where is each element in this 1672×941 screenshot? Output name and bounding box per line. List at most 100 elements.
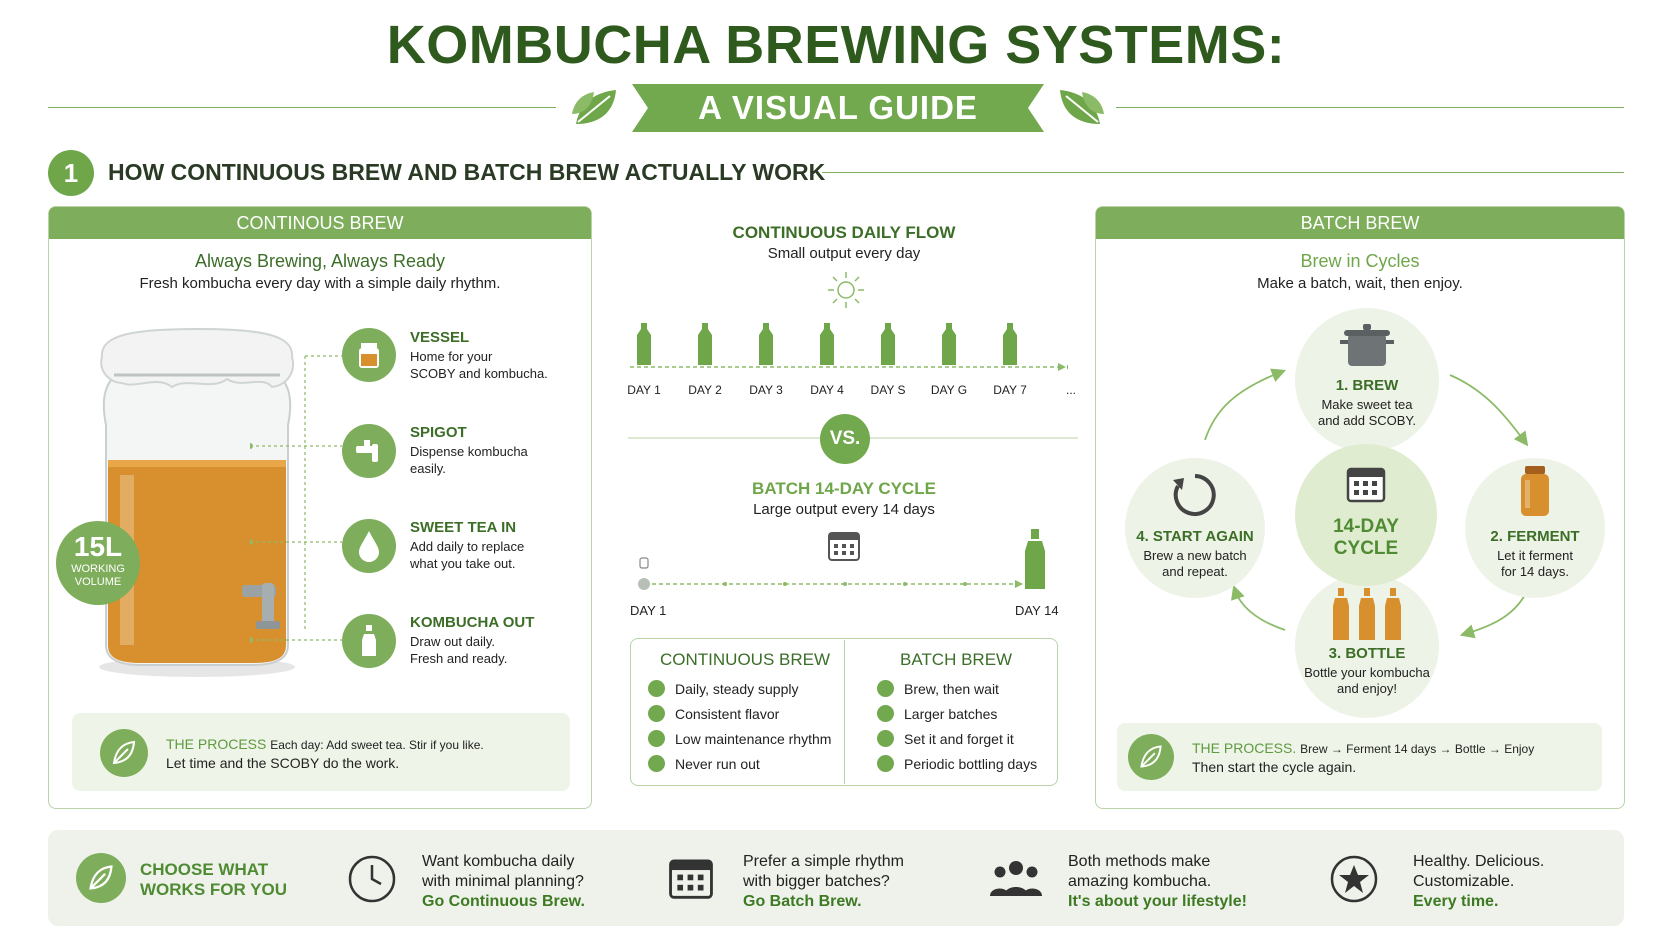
banner-ribbon	[632, 84, 1044, 132]
spigot-icon	[342, 424, 396, 478]
footer-item: Want kombucha daily with minimal plannin…	[422, 852, 585, 912]
step-title: 2. FERMENT	[1490, 528, 1580, 545]
cycle-arrows	[1204, 368, 1529, 639]
footer-choose: WORKS FOR YOU	[140, 880, 288, 899]
footer-line: amazing kombucha.	[1068, 873, 1212, 890]
daily-bottle	[820, 323, 834, 365]
volume-label: VOLUME	[74, 576, 122, 588]
panel-header: BATCH BREW	[1096, 207, 1624, 239]
jar-icon	[1521, 466, 1549, 516]
part-title: VESSEL	[410, 329, 470, 346]
step-title: 4. START AGAIN	[1136, 528, 1254, 545]
sun-icon	[828, 272, 864, 308]
jar-icon	[342, 328, 396, 382]
cycle-label: CYCLE	[1333, 538, 1399, 559]
compare-item-text: Consistent flavor	[675, 705, 780, 722]
check-icon	[648, 755, 665, 772]
section-number: 1	[48, 150, 94, 196]
part-desc: Dispense kombucha	[410, 444, 528, 459]
step-start-again	[1125, 458, 1265, 598]
footer-line: Want kombucha daily	[422, 853, 575, 870]
footer-choose: CHOOSE WHAT	[140, 860, 269, 879]
connector-lines	[250, 355, 342, 643]
footer-line: Healthy. Delicious.	[1413, 853, 1545, 870]
part-desc: what you take out.	[410, 556, 516, 571]
check-icon	[648, 680, 665, 697]
calendar-icon	[669, 859, 713, 899]
compare-item: Never run out	[648, 755, 760, 772]
drop-icon	[342, 519, 396, 573]
process-box	[1117, 723, 1602, 791]
footer-item: Both methods make amazing kombucha. It's…	[1068, 852, 1247, 912]
step-desc: and enjoy!	[1337, 681, 1397, 696]
part-desc: Home for your	[410, 349, 493, 364]
batch-timeline	[638, 529, 1045, 590]
flow-subtitle: Small output every day	[767, 245, 921, 262]
day-label: DAY 3	[749, 383, 783, 397]
cycle-center	[1295, 444, 1437, 586]
section-title: HOW CONTINUOUS BREW AND BATCH BREW ACTUA…	[108, 159, 826, 185]
leaf-icon	[1128, 734, 1174, 780]
day-label: DAY 2	[688, 383, 722, 397]
compare-item: Low maintenance rhythm	[648, 730, 831, 747]
step-title: 3. BOTTLE	[1328, 645, 1406, 662]
daily-bottle	[942, 323, 956, 365]
compare-right-title: BATCH BREW	[900, 650, 1013, 669]
day-label: DAY S	[870, 383, 906, 397]
process-label: THE PROCESS.	[1192, 740, 1297, 756]
footer-strong: Every time.	[1413, 893, 1499, 910]
compare-item-text: Brew, then wait	[904, 680, 999, 697]
process-line: Then start the cycle again.	[1192, 759, 1357, 775]
footer-strong: Go Continuous Brew.	[422, 893, 585, 910]
part-desc: easily.	[410, 461, 446, 476]
cycle-label: 14-DAY	[1333, 516, 1399, 537]
divider	[1116, 107, 1624, 108]
divider	[844, 640, 845, 784]
leaf-icon	[572, 90, 616, 124]
part-desc: Draw out daily.	[410, 634, 496, 649]
clock-icon	[348, 855, 396, 903]
bottles-icon	[1333, 588, 1401, 640]
process-text: THE PROCESS. Brew → Ferment 14 days → Bo…	[1192, 740, 1534, 756]
part-title: KOMBUCHA OUT	[410, 614, 535, 631]
footer-line: Customizable.	[1413, 873, 1515, 890]
leaf-icon	[1060, 90, 1104, 124]
process-label: THE PROCESS	[166, 736, 267, 752]
part-title: SPIGOT	[410, 424, 467, 441]
bottle-icon	[342, 614, 396, 668]
divider	[48, 107, 556, 108]
check-icon	[877, 705, 894, 722]
step-desc: Make sweet tea	[1321, 397, 1413, 412]
step-desc: Let it ferment	[1497, 548, 1573, 563]
calendar-icon	[828, 532, 860, 561]
batch-cycle-subtitle: Large output every 14 days	[753, 501, 935, 518]
daily-bottle	[1003, 323, 1017, 365]
process-line: Each day: Add sweet tea. Stir if you lik…	[270, 738, 484, 752]
jar-illustration	[99, 327, 295, 677]
compare-item: Brew, then wait	[877, 680, 999, 697]
daily-bottle	[637, 323, 651, 365]
panel-subtitle: Make a batch, wait, then enjoy.	[1257, 275, 1463, 292]
compare-item-text: Larger batches	[904, 705, 998, 722]
daily-bottles	[637, 323, 1068, 370]
process-line: Let time and the SCOBY do the work.	[166, 755, 400, 771]
compare-item-text: Daily, steady supply	[675, 680, 799, 697]
footer-strong: Go Batch Brew.	[743, 893, 862, 910]
panel-tagline: Always Brewing, Always Ready	[194, 251, 446, 271]
day-label: DAY 4	[810, 383, 844, 397]
step-title: 1. BREW	[1335, 377, 1399, 394]
step-desc: and repeat.	[1162, 564, 1228, 579]
check-icon	[648, 730, 665, 747]
process-line: Brew → Ferment 14 days → Bottle → Enjoy	[1300, 742, 1535, 756]
comparison-box	[630, 638, 1058, 786]
day-label: ...	[1065, 383, 1076, 397]
footer-item: Prefer a simple rhythm with bigger batch…	[743, 852, 904, 912]
compare-item-text: Never run out	[675, 755, 760, 772]
footer-line: Prefer a simple rhythm	[743, 853, 904, 870]
people-icon	[990, 861, 1042, 896]
check-icon	[648, 705, 665, 722]
vs-badge: VS.	[820, 414, 870, 464]
panel-subtitle: Fresh kombucha every day with a simple d…	[139, 275, 501, 292]
leaf-icon	[76, 853, 126, 903]
leaf-icon	[100, 729, 148, 777]
